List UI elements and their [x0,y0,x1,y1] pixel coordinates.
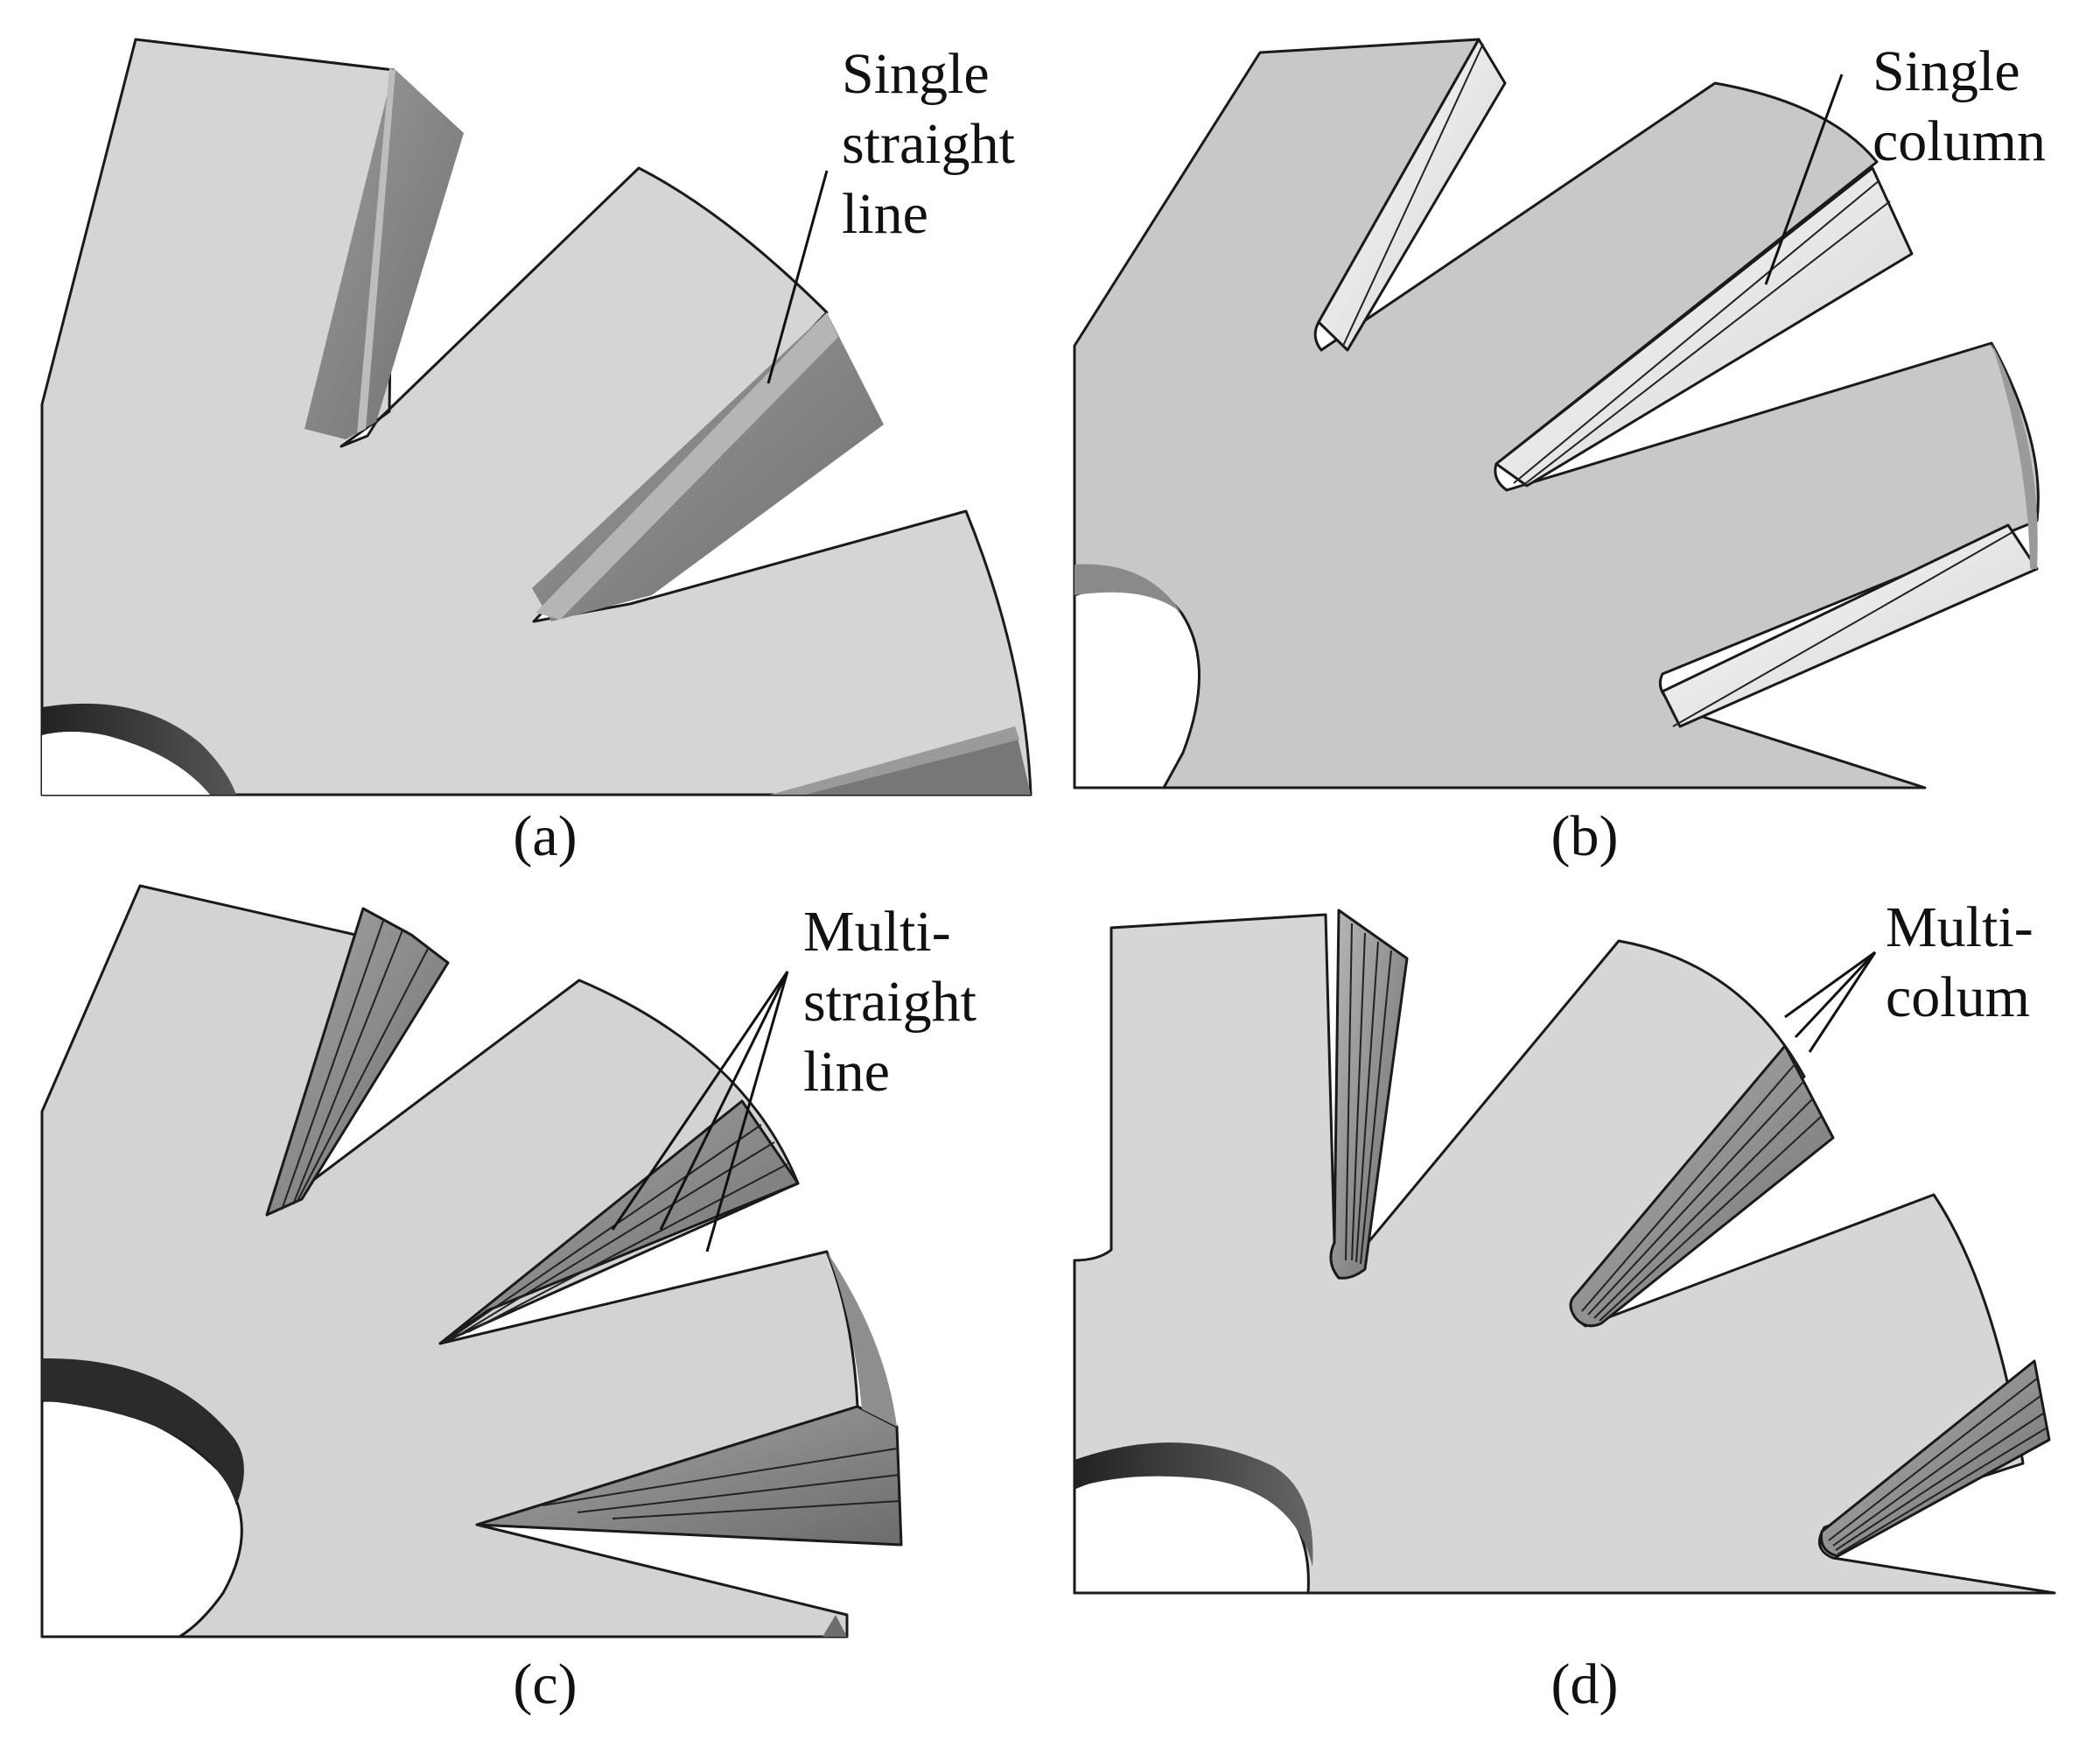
tooth-flank-a3 [770,726,1031,795]
tooth-flank-d1 [1329,909,1409,1280]
hole-a [42,703,236,795]
panel-a: Single straight line (a) [0,0,1050,875]
gear-render-d [1073,909,2056,1595]
gear-face-b [1073,38,2040,789]
leader-lines-c [611,971,789,1252]
hole-b [1073,564,1200,789]
callout-label-a: Single straight line [842,39,1015,249]
panel-b: Single column (b) [1050,0,2100,875]
tooth-flank-c1 [265,907,450,1217]
callout-b-line2: column [1872,109,2046,173]
tooth-flank-d2 [1569,1044,1835,1328]
callout-d-line2: colum [1886,965,2030,1029]
callout-label-d: Multi- colum [1886,893,2034,1033]
callout-b-line1: Single [1872,39,2020,103]
callout-a-line2: straight [842,112,1015,176]
leader-line-a [766,170,829,384]
panel-c: Multi- straight line (c) [0,875,1050,1740]
tooth-flank-b3 [1661,523,2039,728]
callout-c-line1: Multi- [803,900,951,964]
tooth-edge-c4 [822,1252,897,1637]
callout-c-line2: straight [803,970,976,1034]
tooth-flank-a1 [304,68,464,439]
callout-label-c: Multi- straight line [803,897,976,1107]
gear-render-b [1073,38,2040,789]
caption-d: (d) [1550,1652,1619,1716]
callout-a-line1: Single [842,42,990,106]
tooth-flank-d3 [1819,1359,2051,1558]
callout-c-line3: line [803,1040,890,1104]
leader-line-b [1764,74,1844,285]
caption-b: (b) [1550,804,1619,868]
tooth-flank-b1 [1317,38,1507,352]
callout-a-line3: line [842,182,928,246]
tooth-flank-b2 [1494,166,1914,488]
tooth-flank-c3 [475,1405,903,1547]
leader-lines-d [1784,951,1877,1053]
callout-label-b: Single column [1872,37,2046,177]
tooth-edge-b4 [1992,343,2038,569]
hole-d [1073,1442,1313,1595]
gear-render-c [40,884,903,1638]
panel-d: Multi- colum (d) [1050,875,2100,1740]
caption-a: (a) [513,804,578,868]
callout-d-line1: Multi- [1886,895,2034,959]
gear-render-a [40,38,1032,796]
tooth-flank-a2 [532,312,884,621]
caption-c: (c) [513,1652,578,1716]
hole-c [40,1358,244,1638]
